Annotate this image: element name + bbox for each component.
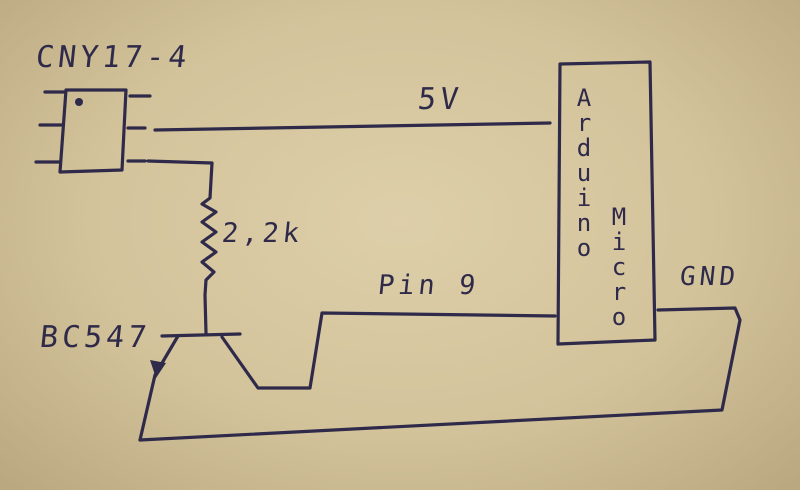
label-pin9: Pin 9	[376, 270, 481, 301]
wire-gnd	[138, 306, 742, 442]
label-arduino: Arduino	[576, 84, 592, 262]
label-optocoupler: CNY17-4	[34, 40, 193, 75]
label-5v: 5V	[416, 82, 464, 117]
label-resistor: 2,2k	[220, 218, 305, 249]
label-micro: Micro	[611, 203, 627, 331]
optocoupler-ic	[34, 88, 152, 174]
wire-resistor	[146, 159, 218, 335]
transistor	[138, 311, 557, 442]
wire-5v	[153, 121, 552, 132]
label-gnd: GND	[678, 262, 741, 292]
arduino-board	[556, 60, 657, 346]
label-transistor: BC547	[38, 320, 153, 355]
